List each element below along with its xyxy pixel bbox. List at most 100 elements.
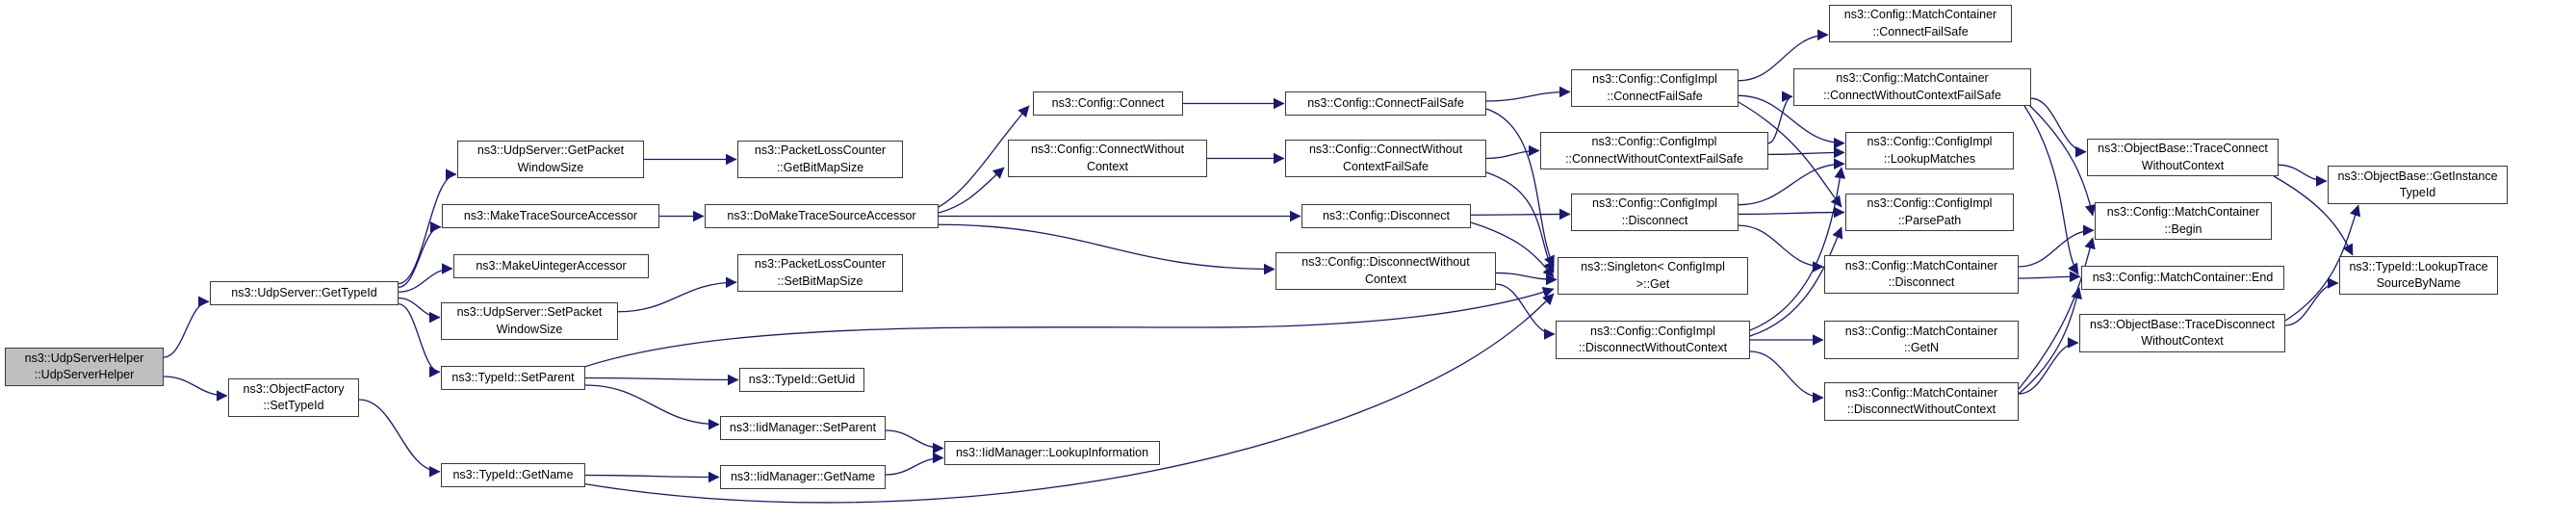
node-configimpl-disconnect[interactable]: ns3::Config::ConfigImpl::Disconnect bbox=[1571, 194, 1739, 231]
node-label-line: SourceByName bbox=[2376, 276, 2461, 290]
node-label-line: ::ConnectWithoutContextFailSafe bbox=[1823, 88, 2001, 102]
node-matchcontainer-disconnect[interactable]: ns3::Config::MatchContainer::Disconnect bbox=[1824, 255, 2019, 294]
node-label-line: ns3::Config::ConfigImpl bbox=[1592, 72, 1717, 87]
edge-typeid-setparent-to-iidmanager-setparent bbox=[584, 384, 720, 430]
node-iidmanager-getname[interactable]: ns3::IidManager::GetName bbox=[720, 465, 886, 489]
node-label-line: ns3::UdpServerHelper bbox=[24, 350, 144, 365]
node-label-line: ns3::UdpServer::GetPacket bbox=[477, 143, 625, 158]
edge-configimpl-connectwithoutcontextfailsafe-to-matchcontainer-connectwithoutcontextfailsafe bbox=[1767, 91, 1793, 144]
node-config-connect[interactable]: ns3::Config::Connect bbox=[1033, 91, 1183, 116]
node-label-line: ::UdpServerHelper bbox=[34, 368, 135, 381]
node-matchcontainer-getn[interactable]: ns3::Config::MatchContainer::GetN bbox=[1824, 321, 2019, 359]
node-label-line: ns3::PacketLossCounter bbox=[754, 143, 887, 158]
edge-configimpl-disconnect-to-configimpl-parsepath bbox=[1738, 206, 1845, 219]
node-label-line: ns3::ObjectBase::TraceConnect bbox=[2098, 142, 2268, 156]
node-label-line: ns3::Config::ConfigImpl bbox=[1592, 196, 1717, 211]
node-label-line: ::ConnectFailSafe bbox=[1607, 89, 1703, 103]
edge-udpserver-gettypeid-to-maketracesourceaccessor bbox=[398, 221, 442, 288]
node-label-line: ::LookupMatches bbox=[1883, 151, 1976, 166]
node-label-line: TypeId bbox=[2399, 186, 2436, 199]
node-configimpl-disconnectwithoutcontext[interactable]: ns3::Config::ConfigImpl::DisconnectWitho… bbox=[1556, 321, 1750, 359]
node-label-line: ns3::PacketLossCounter bbox=[754, 257, 887, 272]
node-label-line: ns3::TypeId::SetParent bbox=[451, 370, 575, 384]
node-packetlosscounter-getbitmapsize[interactable]: ns3::PacketLossCounter::GetBitMapSize bbox=[737, 141, 903, 178]
node-matchcontainer-begin[interactable]: ns3::Config::MatchContainer::Begin bbox=[2095, 202, 2272, 240]
node-label-line: ns3::TypeId::GetUid bbox=[748, 372, 856, 386]
node-label-line: ns3::Config::MatchContainer bbox=[1844, 385, 1998, 400]
node-label-line: ns3::IidManager::SetParent bbox=[729, 420, 877, 434]
edge-udpserverhelper-ctor-to-objectfactory-settypeid bbox=[163, 376, 228, 402]
node-makeuintegeraccessor[interactable]: ns3::MakeUintegerAccessor bbox=[453, 254, 649, 278]
node-matchcontainer-connectfailsafe[interactable]: ns3::Config::MatchContainer::ConnectFail… bbox=[1829, 5, 2012, 42]
node-label-line: ::Disconnect bbox=[1621, 213, 1688, 227]
node-configimpl-lookupmatches[interactable]: ns3::Config::ConfigImpl::LookupMatches bbox=[1845, 132, 2014, 169]
edge-udpserver-gettypeid-to-makeuintegeraccessor bbox=[398, 263, 453, 293]
node-label-line: ns3::Config::ConfigImpl bbox=[1590, 324, 1715, 338]
node-label-line: ::SetTypeId bbox=[263, 399, 324, 412]
node-label-line: ns3::MakeUintegerAccessor bbox=[476, 258, 627, 272]
node-label-line: ::Disconnect bbox=[1888, 275, 1955, 289]
edge-configimpl-disconnectwithoutcontext-to-configimpl-lookupmatches bbox=[1749, 167, 1846, 331]
node-iidmanager-lookupinformation[interactable]: ns3::IidManager::LookupInformation bbox=[944, 441, 1160, 465]
edge-typeid-getname-to-iidmanager-getname bbox=[584, 471, 720, 483]
node-udpserver-gettypeid[interactable]: ns3::UdpServer::GetTypeId bbox=[210, 281, 399, 305]
node-label-line: Context bbox=[1086, 159, 1129, 173]
edge-objectfactory-settypeid-to-typeid-getname bbox=[358, 399, 441, 478]
node-objectfactory-settypeid[interactable]: ns3::ObjectFactory::SetTypeId bbox=[228, 378, 359, 417]
node-matchcontainer-connectwithoutcontextfailsafe[interactable]: ns3::Config::MatchContainer::ConnectWith… bbox=[1793, 68, 2031, 106]
edge-udpserverhelper-ctor-to-udpserver-gettypeid bbox=[163, 296, 210, 358]
node-label-line: ns3::Config::ConnectFailSafe bbox=[1307, 95, 1464, 110]
node-packetlosscounter-setbitmapsize[interactable]: ns3::PacketLossCounter::SetBitMapSize bbox=[737, 254, 903, 292]
node-typeid-getuid[interactable]: ns3::TypeId::GetUid bbox=[739, 368, 864, 392]
edge-domaketracesourceaccessor-to-config-connectwithoutcontext bbox=[938, 167, 1005, 214]
node-configimpl-parsepath[interactable]: ns3::Config::ConfigImpl::ParsePath bbox=[1845, 194, 2014, 231]
node-label-line: ns3::Config::ConfigImpl bbox=[1867, 196, 1993, 211]
node-udpserverhelper-ctor: ns3::UdpServerHelper::UdpServerHelper bbox=[5, 348, 164, 386]
edge-config-disconnect-to-configimpl-disconnect bbox=[1470, 208, 1571, 221]
edge-config-connectwithoutcontextfailsafe-to-configimpl-connectwithoutcontextfailsafe bbox=[1485, 144, 1540, 160]
node-label-line: ns3::Config::ConnectWithout bbox=[1030, 143, 1185, 157]
node-configimpl-connectfailsafe[interactable]: ns3::Config::ConfigImpl::ConnectFailSafe bbox=[1571, 69, 1739, 107]
node-label-line: ::Begin bbox=[2164, 221, 2202, 236]
node-domaketracesourceaccessor[interactable]: ns3::DoMakeTraceSourceAccessor bbox=[705, 204, 939, 228]
node-label-line: ns3::IidManager::GetName bbox=[730, 469, 876, 483]
node-label-line: ns3::UdpServer::SetPacket bbox=[456, 305, 603, 320]
node-config-connectfailsafe[interactable]: ns3::Config::ConnectFailSafe bbox=[1285, 91, 1486, 116]
edge-config-disconnectwithoutcontext-to-singleton-configimpl-get bbox=[1495, 272, 1558, 286]
edge-typeid-setparent-to-typeid-getuid bbox=[584, 374, 739, 386]
node-matchcontainer-end[interactable]: ns3::Config::MatchContainer::End bbox=[2081, 266, 2284, 290]
edge-matchcontainer-disconnectwithoutcontext-to-matchcontainer-end bbox=[2018, 287, 2082, 395]
edge-typeid-setparent-to-singleton-configimpl-get bbox=[580, 286, 1555, 369]
edge-configimpl-disconnect-to-matchcontainer-disconnect bbox=[1738, 224, 1824, 272]
node-label-line: ns3::MakeTraceSourceAccessor bbox=[463, 208, 638, 222]
node-label-line: ns3::Config::Disconnect bbox=[1322, 208, 1450, 222]
node-iidmanager-setparent[interactable]: ns3::IidManager::SetParent bbox=[720, 416, 886, 440]
node-label-line: ns3::Config::MatchContainer bbox=[1843, 8, 1997, 22]
node-singleton-configimpl-get[interactable]: ns3::Singleton< ConfigImpl>::Get bbox=[1558, 257, 1748, 295]
node-label-line: ns3::UdpServer::GetTypeId bbox=[231, 285, 377, 299]
edge-matchcontainer-disconnectwithoutcontext-to-objectbase-tracedisconnectwithoutcontext bbox=[2018, 337, 2079, 395]
node-config-disconnect[interactable]: ns3::Config::Disconnect bbox=[1301, 204, 1471, 228]
node-typeid-setparent[interactable]: ns3::TypeId::SetParent bbox=[441, 366, 585, 390]
node-label-line: WithoutContext bbox=[2141, 158, 2225, 172]
node-label-line: ns3::ObjectFactory bbox=[243, 381, 345, 396]
edge-matchcontainer-connectwithoutcontextfailsafe-to-matchcontainer-end bbox=[2023, 105, 2079, 275]
node-label-line: ns3::DoMakeTraceSourceAccessor bbox=[727, 208, 916, 222]
edge-matchcontainer-connectwithoutcontextfailsafe-to-matchcontainer-begin bbox=[2028, 104, 2097, 217]
node-matchcontainer-disconnectwithoutcontext[interactable]: ns3::Config::MatchContainer::DisconnectW… bbox=[1824, 382, 2019, 421]
node-configimpl-connectwithoutcontextfailsafe[interactable]: ns3::Config::ConfigImpl::ConnectWithoutC… bbox=[1540, 132, 1768, 169]
node-maketracesourceaccessor[interactable]: ns3::MakeTraceSourceAccessor bbox=[442, 204, 659, 228]
edge-objectbase-tracedisconnectwithoutcontext-to-typeid-lookuptracesourcebyname bbox=[2284, 277, 2339, 326]
edge-matchcontainer-disconnect-to-matchcontainer-end bbox=[2018, 271, 2081, 283]
node-label-line: ns3::Config::Connect bbox=[1051, 95, 1165, 110]
node-typeid-getname[interactable]: ns3::TypeId::GetName bbox=[441, 463, 585, 487]
